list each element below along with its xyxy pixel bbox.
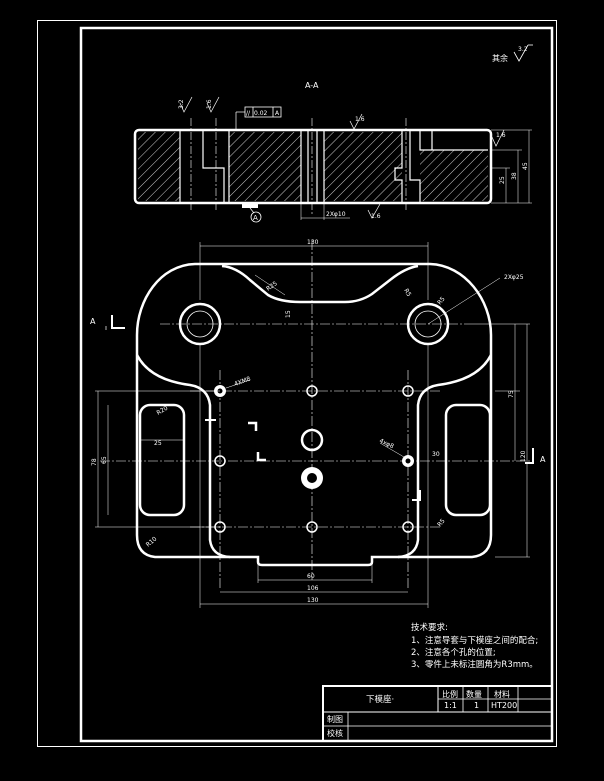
svg-text:其余: 其余 xyxy=(492,53,508,63)
qty-header: 数量 xyxy=(466,690,482,699)
title-block xyxy=(322,685,553,742)
svg-text:A: A xyxy=(253,214,258,222)
material-value: HT200 xyxy=(491,701,518,710)
svg-text:1.6: 1.6 xyxy=(371,213,381,220)
svg-text:25: 25 xyxy=(499,176,506,184)
svg-text://: // xyxy=(246,110,251,117)
svg-text:A: A xyxy=(90,317,96,326)
scale-header: 比例 xyxy=(442,690,458,699)
svg-text:2Xφ25: 2Xφ25 xyxy=(504,274,524,281)
svg-text:30: 30 xyxy=(432,451,440,458)
roughness-rest-symbol: 其余 3.2 xyxy=(492,44,533,63)
svg-text:R5: R5 xyxy=(402,288,412,299)
svg-text:130: 130 xyxy=(307,239,319,246)
svg-text:0.02: 0.02 xyxy=(254,110,268,117)
section-view: A // 0.02 A 3.2 1.6 1.6 1.6 1.6 25 38 45 xyxy=(133,96,532,223)
svg-text:A: A xyxy=(540,455,546,464)
svg-text:R5: R5 xyxy=(436,518,447,529)
svg-text:45: 45 xyxy=(522,162,529,170)
svg-text:120: 120 xyxy=(520,450,527,462)
svg-text:3.2: 3.2 xyxy=(178,99,185,109)
svg-text:R5: R5 xyxy=(436,296,447,307)
plan-view: A A 130 R25 R5 15 2Xφ25 R5 4XM8 R20 25 7… xyxy=(90,239,546,608)
svg-text:R20: R20 xyxy=(156,405,170,417)
svg-text:65: 65 xyxy=(101,456,108,464)
svg-text:25: 25 xyxy=(154,440,162,447)
svg-text:A: A xyxy=(275,110,280,117)
checked-label: 校核 xyxy=(327,729,343,738)
svg-text:1.6: 1.6 xyxy=(355,116,365,123)
scale-value: 1:1 xyxy=(444,701,457,710)
drawn-label: 制图 xyxy=(327,715,343,724)
note-line-2: 2、注意各个孔的位置; xyxy=(411,648,496,658)
svg-text:4xφ8: 4xφ8 xyxy=(378,437,395,450)
svg-text:106: 106 xyxy=(307,585,319,592)
material-header: 材料 xyxy=(494,690,510,699)
section-label: A-A xyxy=(305,81,319,90)
svg-text:R25: R25 xyxy=(265,280,279,293)
svg-text:1.6: 1.6 xyxy=(206,99,213,109)
svg-text:R10: R10 xyxy=(145,535,159,548)
svg-text:4XM8: 4XM8 xyxy=(233,375,251,387)
svg-text:38: 38 xyxy=(511,172,518,180)
svg-text:15: 15 xyxy=(285,310,292,318)
part-name: 下模座· xyxy=(366,695,395,705)
svg-text:130: 130 xyxy=(307,597,319,604)
notes-title: 技术要求: xyxy=(411,623,448,633)
outer-frame xyxy=(37,20,557,747)
note-line-1: 1、注意导套与下模座之间的配合; xyxy=(411,636,539,646)
note-line-3: 3、零件上未标注圆角为R3mm。 xyxy=(411,660,538,670)
svg-text:1.6: 1.6 xyxy=(496,132,506,139)
svg-text:75: 75 xyxy=(508,390,515,398)
svg-text:2Xφ10: 2Xφ10 xyxy=(326,211,346,218)
svg-text:78: 78 xyxy=(91,458,98,466)
svg-text:3.2: 3.2 xyxy=(518,46,528,53)
qty-value: 1 xyxy=(474,701,480,710)
inner-frame xyxy=(79,26,554,743)
svg-text:60: 60 xyxy=(307,573,315,580)
